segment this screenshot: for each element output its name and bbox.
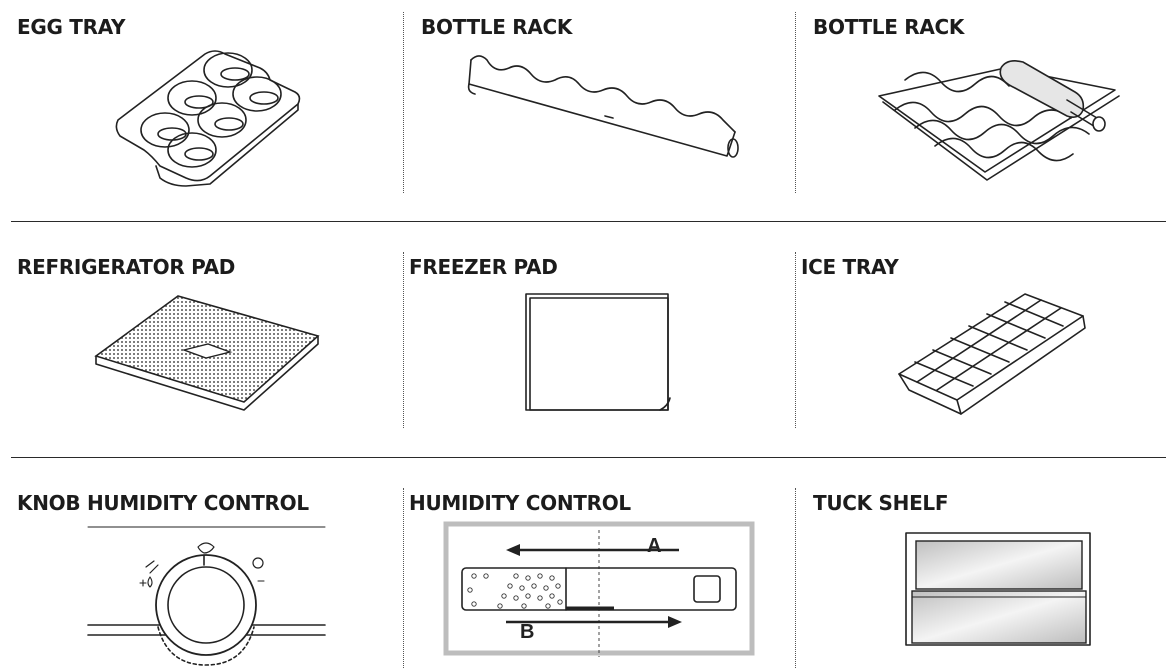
column-divider (403, 488, 404, 668)
bottle-rack-wire-illustration (878, 60, 1120, 181)
row-divider-2 (11, 457, 1166, 458)
herb-icon (145, 560, 159, 574)
plus-icon (139, 579, 147, 587)
column-divider (795, 12, 796, 193)
column-divider (403, 252, 404, 428)
tuck-shelf-illustration (905, 532, 1091, 646)
freezer-pad-illustration (525, 293, 671, 411)
arrow-a-label: A (647, 535, 661, 557)
item-title: HUMIDITY CONTROL (409, 491, 631, 515)
item-title: ICE TRAY (801, 255, 899, 279)
arrow-right-icon (506, 616, 682, 628)
row-divider-1 (11, 221, 1166, 222)
vegetable-icon (197, 542, 215, 554)
fruit-icon (252, 557, 264, 569)
arrow-b-label: B (520, 621, 534, 643)
column-divider (795, 488, 796, 668)
item-title: EGG TRAY (17, 15, 126, 39)
ice-tray-illustration (898, 293, 1086, 415)
humidity-control-illustration: A B (443, 521, 755, 657)
column-divider (795, 252, 796, 428)
column-divider (403, 12, 404, 193)
egg-tray-illustration (115, 50, 301, 187)
water-drop-icon (147, 576, 153, 588)
vent-holes (467, 573, 563, 609)
refrigerator-pad-illustration (94, 295, 320, 411)
knob-humidity-control-illustration (87, 526, 326, 666)
bottle-icon (999, 60, 1106, 132)
item-title: KNOB HUMIDITY CONTROL (17, 491, 309, 515)
item-title: REFRIGERATOR PAD (17, 255, 236, 279)
item-title: BOTTLE RACK (421, 15, 573, 39)
item-title: BOTTLE RACK (813, 15, 965, 39)
item-title: TUCK SHELF (813, 491, 949, 515)
item-title: FREEZER PAD (409, 255, 558, 279)
arrow-left-icon (506, 544, 679, 556)
bottle-rack-bar-illustration (467, 55, 739, 158)
